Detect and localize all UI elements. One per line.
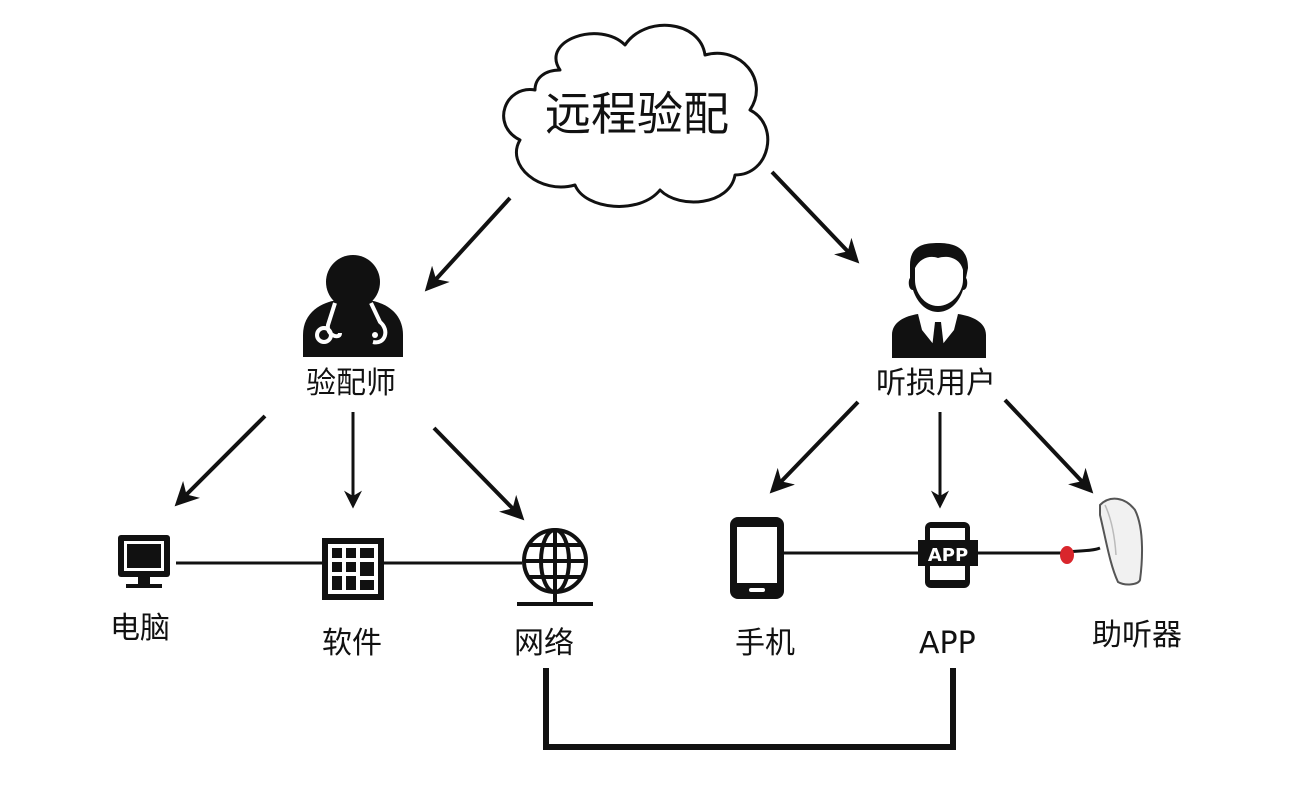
hearing-aid-label: 助听器 — [1092, 618, 1182, 653]
user-label: 听损用户 — [876, 366, 996, 401]
cloud-icon — [502, 23, 770, 208]
arrow-fitter-to-computer — [174, 414, 267, 507]
network-app-connector — [543, 668, 956, 750]
arrow-user-to-hearing-aid — [1003, 398, 1094, 494]
network-label: 网络 — [514, 626, 574, 661]
hearing-aid-icon — [1060, 497, 1144, 586]
monitor-icon — [118, 535, 170, 588]
app-icon-text: APP — [928, 545, 968, 566]
arrow-fitter-to-network — [432, 426, 525, 521]
app-phone-icon: APP — [918, 522, 978, 588]
smartphone-icon — [730, 517, 784, 599]
software-label: 软件 — [322, 626, 382, 661]
computer-label: 电脑 — [110, 611, 170, 646]
arrow-cloud-to-fitter — [424, 196, 512, 292]
software-grid-icon — [322, 538, 384, 600]
diagram-title: 远程验配 — [545, 87, 729, 141]
arrow-user-to-phone — [769, 400, 860, 494]
businessman-icon — [892, 243, 986, 358]
fitter-label: 验配师 — [306, 366, 396, 401]
app-label: APP — [919, 626, 976, 661]
doctor-icon — [303, 255, 403, 357]
phone-label: 手机 — [735, 626, 795, 661]
globe-network-icon — [517, 528, 593, 606]
arrow-cloud-to-user — [770, 170, 860, 264]
